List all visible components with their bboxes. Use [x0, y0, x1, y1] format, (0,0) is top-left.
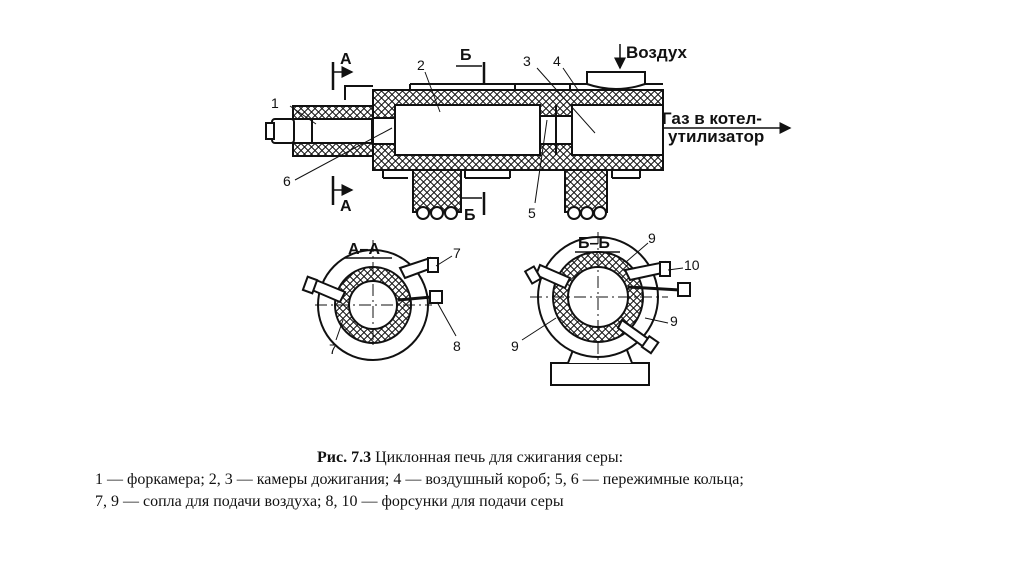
label-9a: 9 — [648, 230, 656, 246]
section-aa — [301, 240, 457, 361]
constriction-ring-6 — [372, 117, 396, 145]
afterburning-chamber-3 — [571, 104, 664, 156]
label-cut-b-top: Б — [460, 47, 472, 64]
figure-labels: 1 2 3 4 5 6 А А Б Б Воздух Газ в котел- … — [271, 43, 764, 357]
label-air: Воздух — [626, 43, 688, 62]
label-2: 2 — [417, 57, 425, 73]
air-box-4 — [586, 71, 646, 90]
label-9c: 9 — [511, 338, 519, 354]
label-3: 3 — [523, 53, 531, 69]
section-bb — [521, 232, 691, 386]
label-gas-1: Газ в котел- — [662, 109, 762, 128]
section-bb-base — [550, 362, 650, 386]
label-4: 4 — [553, 53, 561, 69]
label-9b: 9 — [670, 313, 678, 329]
support-right — [564, 169, 608, 213]
caption-legend-line-1: 1 — форкамера; 2, 3 — камеры дожигания; … — [95, 471, 744, 488]
label-cut-b-bottom: Б — [464, 207, 476, 224]
label-gas-2: утилизатор — [668, 127, 764, 146]
label-section-aa: А–А — [348, 241, 380, 258]
caption-figure-number: Рис. 7.3 — [317, 449, 372, 466]
label-cut-a-top: А — [340, 51, 352, 68]
label-6: 6 — [283, 173, 291, 189]
label-5: 5 — [528, 205, 536, 221]
burner-nozzle — [271, 118, 295, 144]
label-7a: 7 — [453, 245, 461, 261]
support-left — [412, 169, 462, 213]
longitudinal-section — [265, 44, 792, 220]
label-1: 1 — [271, 95, 279, 111]
label-10: 10 — [684, 257, 700, 273]
afterburning-chamber-2 — [394, 104, 541, 156]
caption-title-text: Циклонная печь для сжигания серы: — [371, 449, 624, 466]
label-cut-a-bottom: А — [340, 198, 352, 215]
label-7b: 7 — [329, 341, 337, 357]
caption-legend-line-2: 7, 9 — сопла для подачи воздуха; 8, 10 —… — [95, 493, 564, 510]
cyclone-furnace-diagram: 1 2 3 4 5 6 А А Б Б Воздух Газ в котел- … — [265, 43, 792, 386]
forechamber-inner — [311, 118, 373, 144]
forechamber-wall-top — [292, 105, 374, 120]
caption-title: Рис. 7.3 Циклонная печь для сжигания сер… — [317, 447, 623, 469]
label-section-bb: Б–Б — [578, 235, 610, 252]
label-8: 8 — [453, 338, 461, 354]
